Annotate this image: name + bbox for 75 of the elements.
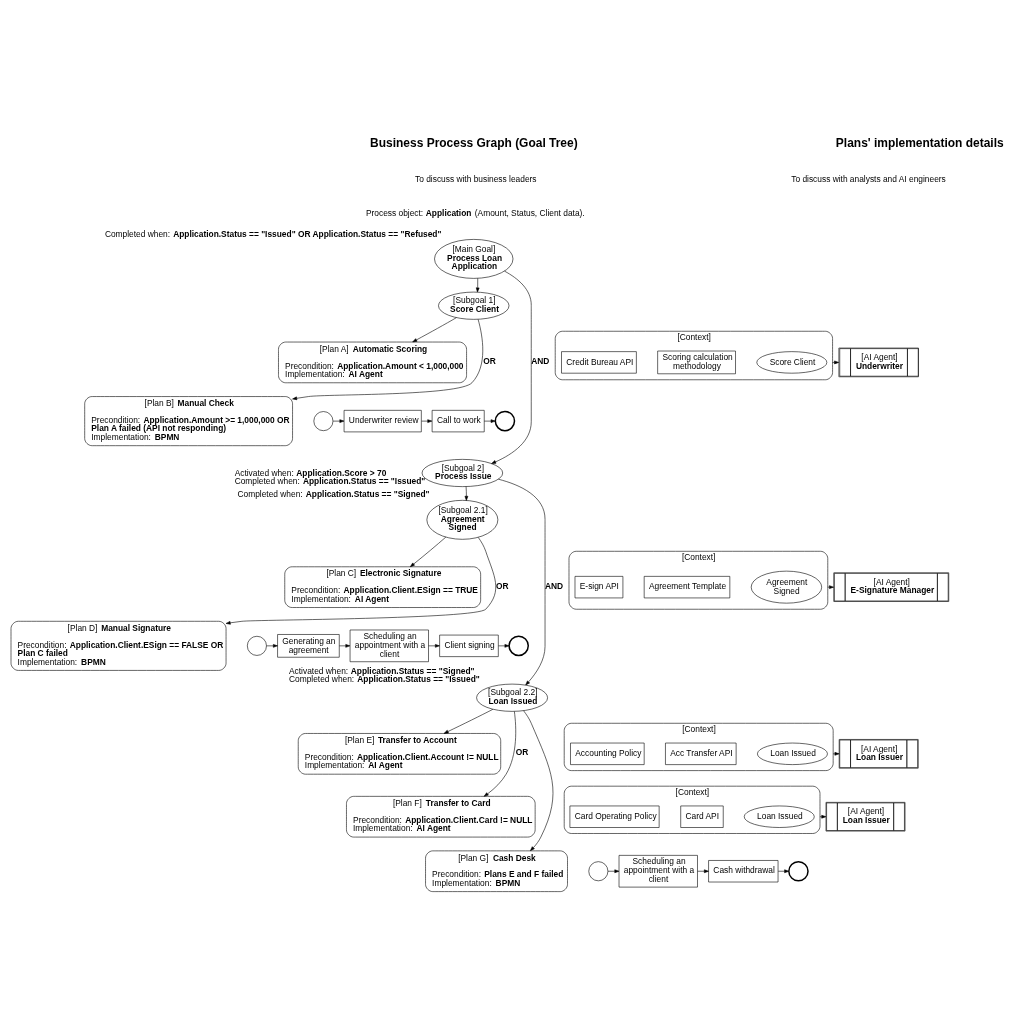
arrow: [292, 318, 484, 400]
arrow: [410, 536, 447, 567]
node-box: Agreement Template: [643, 575, 731, 598]
node-label: Completed when: Application.Status == "Issued" OR Application.Status == "Refused": [104, 228, 442, 239]
arrow: [421, 418, 433, 423]
node-ellipse: [Subgoal 1] Score Client: [438, 291, 510, 320]
node-circle: [313, 410, 334, 431]
node-box: [Plan A] Automatic Scoring Precondition: Application.Amount < 1,000,000 Implementation: AI Agent: [278, 341, 467, 383]
node-circle: [788, 860, 809, 882]
node-box: Call to work: [431, 409, 485, 432]
node-box: Scheduling an appointment with a client: [349, 629, 429, 662]
node-box: Card Operating Policy: [569, 805, 660, 828]
arrow: [483, 710, 517, 797]
node-label: Activated when: Application.Status == "Signed": [289, 665, 475, 676]
node-ellipse: [Subgoal 2.1] Agreement Signed: [426, 499, 499, 540]
arrow: [339, 643, 351, 648]
node-ellipse: Agreement Signed: [750, 570, 822, 603]
node-circle: [588, 860, 609, 881]
node-box: Scheduling an appointment with a client: [618, 854, 698, 887]
label: To discuss with business leaders: [415, 173, 537, 184]
arrow: [428, 643, 440, 648]
node-box: [Plan E] Transfer to Account Precondition: Application.Client.Account != NULL Implementation: AI Agent: [297, 732, 501, 774]
arrow: [832, 751, 840, 756]
node-label: Activated when: Application.Score > 70: [234, 467, 387, 478]
arrow: [491, 270, 532, 464]
label: Process object: Application (Amount, Status, Client data).: [365, 207, 585, 218]
arrow: [607, 868, 620, 873]
node-ellipse: [Subgoal 2.2] Loan Issued: [476, 683, 548, 712]
arrow: [483, 418, 496, 423]
label: Business Process Graph (Goal Tree): [370, 135, 578, 150]
label: To discuss with analysts and AI engineers: [791, 173, 946, 184]
node-box: E-sign API: [574, 575, 624, 598]
arrow: [475, 277, 480, 292]
arrow: [498, 478, 546, 685]
node-box: [Plan C] Electronic Signature Precondition: Application.Client.ESign == TRUE Implementation: AI Agent: [284, 566, 481, 608]
node-box: Underwriter review: [343, 409, 422, 432]
arrow: [464, 485, 469, 501]
node-ellipse: Score Client: [756, 350, 828, 373]
node-box: Acc Transfer API: [665, 742, 737, 765]
node-box: Accounting Policy: [570, 742, 645, 765]
arrow: [443, 708, 494, 734]
arrow: [332, 418, 345, 423]
node-box: Cash withdrawal: [708, 859, 779, 882]
node-label: Completed when: Application.Status == "Signed": [237, 488, 430, 499]
edge-label: AND: [531, 355, 550, 366]
arrow: [777, 868, 790, 873]
node-box: [Plan B] Manual Check Precondition: Application.Amount >= 1,000,000 OR Plan A failed (API not responding) Implementation: BPMN: [84, 395, 293, 446]
arrow: [819, 814, 827, 818]
arrow: [266, 643, 278, 648]
arrow: [498, 643, 510, 648]
node-box: Client signing: [439, 634, 499, 657]
edge-label: AND: [545, 580, 564, 591]
node-box: [Plan G] Cash Desk Precondition: Plans E and F failed Implementation: BPMN: [425, 850, 568, 892]
edge-label: OR: [515, 746, 529, 757]
edge-label: OR: [495, 580, 509, 591]
node-box: [Plan F] Transfer to Card Precondition: Application.Client.Card != NULL Implementation: AI Agent: [346, 795, 536, 837]
arrow: [412, 316, 457, 342]
node-ellipse: [Main Goal] Process Loan Application: [434, 238, 514, 279]
node-circle: [494, 410, 516, 431]
arrow: [827, 584, 834, 589]
node-ellipse: Loan Issued: [743, 805, 815, 828]
node-ellipse: Loan Issued: [757, 742, 828, 765]
node-box: Generating an agreement: [277, 633, 340, 658]
node-box: Card API: [680, 805, 724, 828]
node-box: Scoring calculation methodology: [657, 350, 736, 374]
node-box: Credit Bureau API: [561, 350, 637, 373]
node-circle: [247, 635, 267, 656]
arrow: [225, 536, 497, 625]
arrow: [832, 360, 839, 364]
node-circle: [508, 635, 529, 656]
node-box: [Plan D] Manual Signature Precondition: Application.Client.ESign == FALSE OR Plan C failed Implementation: BPMN: [10, 620, 227, 671]
arrow: [697, 868, 709, 873]
label: Plans' implementation details: [835, 135, 1004, 150]
arrow: [523, 709, 554, 851]
edge-label: OR: [483, 355, 496, 366]
